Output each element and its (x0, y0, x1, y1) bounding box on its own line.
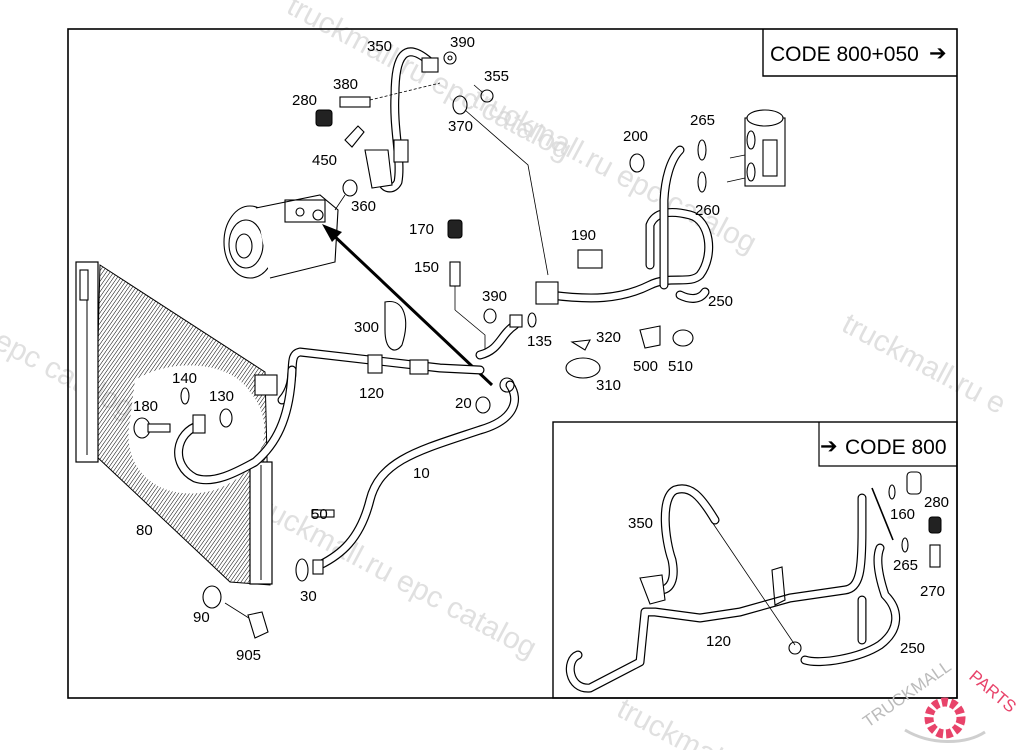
part-label-120[interactable]: 120 (359, 385, 384, 402)
truckmall-logo: TRUCKMALL PARTS (859, 657, 1020, 743)
part-label-265[interactable]: 265 (690, 112, 715, 129)
callout-labels-inset: 350 160 280 265 270 120 250 (628, 494, 949, 657)
part-label-500[interactable]: 500 (633, 358, 658, 375)
inset-label-265[interactable]: 265 (893, 557, 918, 574)
part-label-250[interactable]: 250 (708, 293, 733, 310)
code-box-main-label: CODE 800+050 (770, 43, 919, 66)
part-label-170[interactable]: 170 (409, 221, 434, 238)
watermark-text: truckmall (612, 692, 733, 750)
part-label-905[interactable]: 905 (236, 647, 261, 664)
part-label-190[interactable]: 190 (571, 227, 596, 244)
part-label-80[interactable]: 80 (136, 522, 153, 539)
arrow-right-icon: ➔ (929, 42, 947, 65)
part-label-390[interactable]: 390 (450, 34, 475, 51)
part-label-280[interactable]: 280 (292, 92, 317, 109)
part-label-380[interactable]: 380 (333, 76, 358, 93)
part-label-50[interactable]: 50 (311, 506, 328, 523)
part-label-10[interactable]: 10 (413, 465, 430, 482)
inset-label-280[interactable]: 280 (924, 494, 949, 511)
part-label-510[interactable]: 510 (668, 358, 693, 375)
pointer-arrow (322, 224, 494, 387)
hose-250 (535, 139, 714, 305)
expansion-valve (726, 109, 786, 187)
part-label-370[interactable]: 370 (448, 118, 473, 135)
part-label-450[interactable]: 450 (312, 152, 337, 169)
inset-label-160[interactable]: 160 (890, 506, 915, 523)
part-label-260[interactable]: 260 (695, 202, 720, 219)
condenser-80 (75, 261, 278, 586)
inset-label-120[interactable]: 120 (706, 633, 731, 650)
brand-name-right: PARTS (965, 667, 1019, 717)
pressure-sensor (447, 219, 486, 350)
part-label-390b[interactable]: 390 (482, 288, 507, 305)
compressor (223, 194, 339, 279)
inset-label-350[interactable]: 350 (628, 515, 653, 532)
arrow-right-icon: ➔ (820, 435, 838, 458)
part-label-310[interactable]: 310 (596, 377, 621, 394)
part-label-300[interactable]: 300 (354, 319, 379, 336)
callout-labels-main: 350 390 355 380 280 370 450 360 200 265 … (133, 34, 733, 664)
inset-drawing (565, 471, 942, 693)
part-label-30[interactable]: 30 (300, 588, 317, 605)
part-label-130[interactable]: 130 (209, 388, 234, 405)
hose-350 (364, 47, 439, 193)
watermark-text: truckmall.ru e (837, 307, 1011, 421)
part-label-355[interactable]: 355 (484, 68, 509, 85)
misc-parts (202, 301, 694, 639)
inset-panel: ➔ CODE 800 (552, 421, 958, 699)
part-label-200[interactable]: 200 (623, 128, 648, 145)
hose-condenser-inlet (133, 365, 297, 485)
inset-label-270[interactable]: 270 (920, 583, 945, 600)
watermark-text: truckmall.ru epc catalog (467, 82, 762, 260)
part-label-360[interactable]: 360 (351, 198, 376, 215)
part-label-320[interactable]: 320 (596, 329, 621, 346)
part-label-90[interactable]: 90 (193, 609, 210, 626)
gear-icon (904, 697, 986, 743)
fittings-top (315, 51, 549, 276)
part-label-180[interactable]: 180 (133, 398, 158, 415)
inset-label-250[interactable]: 250 (900, 640, 925, 657)
part-label-135[interactable]: 135 (527, 333, 552, 350)
watermark-text: truckmall.ru epc catalog (247, 487, 542, 665)
code-box-main: CODE 800+050 ➔ (762, 29, 957, 77)
part-label-20[interactable]: 20 (455, 395, 472, 412)
part-label-140[interactable]: 140 (172, 370, 197, 387)
hose-120-10 (277, 320, 520, 570)
diagram-frame (67, 28, 958, 699)
code-box-inset-label: CODE 800 (845, 436, 947, 459)
part-label-150[interactable]: 150 (414, 259, 439, 276)
part-label-350[interactable]: 350 (367, 38, 392, 55)
